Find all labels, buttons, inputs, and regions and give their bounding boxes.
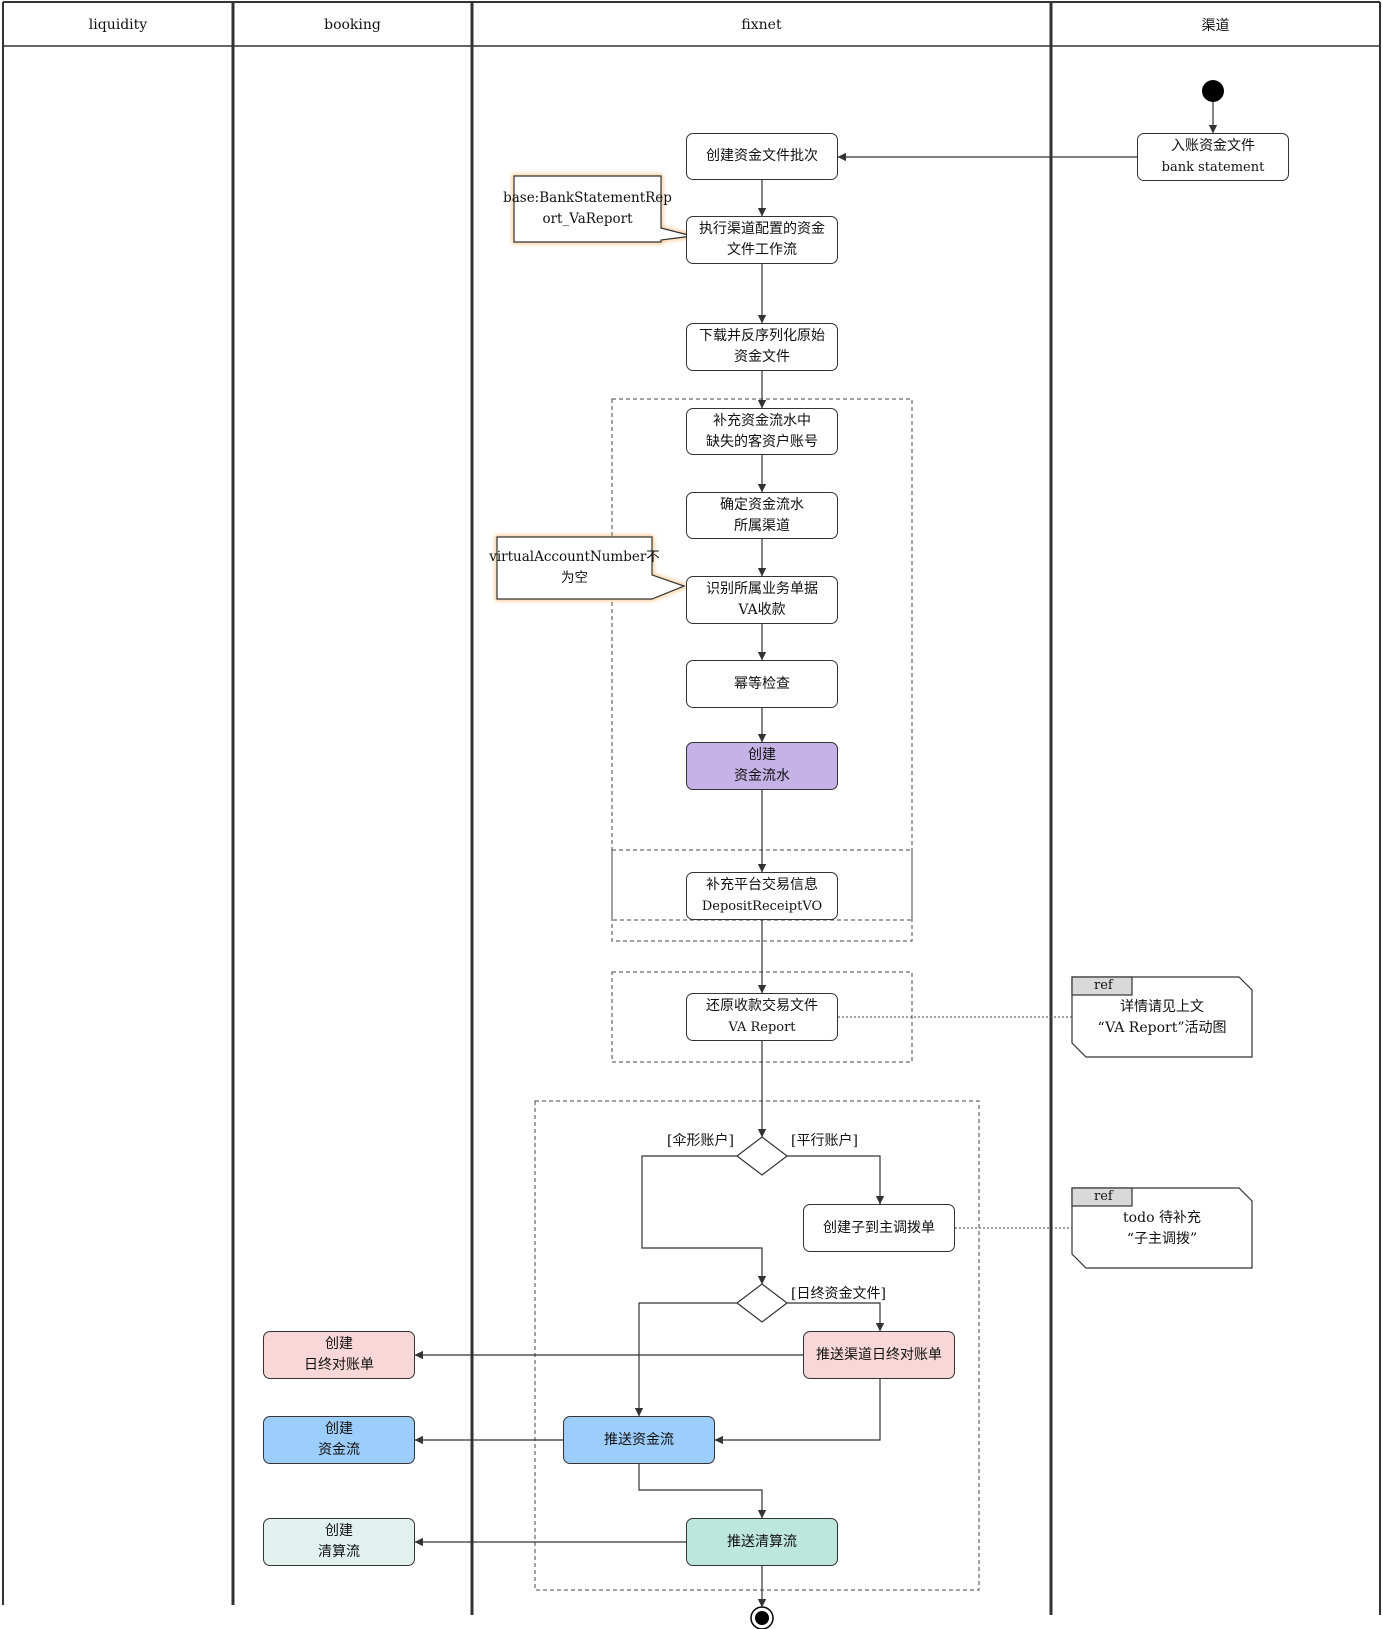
node-restore-file: 还原收款交易文件 VA Report — [686, 993, 838, 1041]
node-push-clearing-line1: 推送清算流 — [727, 1533, 797, 1550]
guard-parallel: [平行账户] — [791, 1133, 858, 1149]
lane-title-booking: booking — [324, 17, 381, 33]
lane-title-liquidity: liquidity — [88, 17, 148, 33]
node-create-daily-line2: 日终对账单 — [304, 1357, 374, 1373]
node-restore-file-line2: VA Report — [728, 1020, 796, 1035]
node-restore-file-line1: 还原收款交易文件 — [706, 998, 818, 1014]
guard-daily-file: [日终资金文件] — [791, 1286, 886, 1302]
node-idempotent-check-line1: 幂等检查 — [734, 675, 790, 692]
start-node — [1202, 80, 1224, 102]
node-create-daily-line1: 创建 — [325, 1336, 353, 1352]
node-create-flow-line1: 创建 — [748, 747, 776, 763]
node-download-line2: 资金文件 — [734, 349, 790, 365]
node-create-fund: 创建 资金流 — [263, 1416, 415, 1464]
node-push-daily-line1: 推送渠道日终对账单 — [816, 1346, 942, 1363]
guard-umbrella: [伞形账户] — [667, 1133, 734, 1149]
node-determine-channel: 确定资金流水 所属渠道 — [686, 492, 838, 539]
node-determine-channel-line2: 所属渠道 — [734, 517, 790, 534]
lane-title-channel: 渠道 — [1201, 18, 1230, 34]
node-create-clearing-line2: 清算流 — [318, 1544, 360, 1560]
decision-daily-file — [736, 1283, 788, 1323]
node-bank-statement-line1: 入账资金文件 — [1171, 138, 1255, 154]
node-push-fund-line1: 推送资金流 — [604, 1431, 674, 1448]
ref-va-report: 详情请见上文 “VA Report”活动图 — [1086, 997, 1238, 1039]
end-node-core — [755, 1611, 769, 1625]
ref-tag-va-report: ref — [1094, 978, 1113, 993]
note-workflow: base:BankStatementRep ort_VaReport — [503, 180, 672, 238]
node-supplement-account: 补充资金流水中 缺失的客资户账号 — [686, 408, 838, 455]
node-supplement-trade-line2: DepositReceiptVO — [701, 899, 823, 914]
node-determine-channel-line1: 确定资金流水 — [720, 496, 804, 513]
node-identify-doc-line2: VA收款 — [738, 602, 786, 618]
node-create-sub-main-line1: 创建子到主调拨单 — [823, 1219, 935, 1236]
flow-edges — [414, 102, 1218, 1608]
ref-sub-main: todo 待补充 “子主调拨” — [1086, 1208, 1238, 1250]
node-exec-workflow-line1: 执行渠道配置的资金 — [699, 221, 825, 237]
callout-notes — [495, 174, 693, 601]
ref-sub-main-line1: todo 待补充 — [1123, 1210, 1201, 1226]
node-create-sub-main: 创建子到主调拨单 — [803, 1204, 955, 1252]
node-identify-doc-line1: 识别所属业务单据 — [706, 581, 818, 597]
node-create-flow-line2: 资金流水 — [734, 768, 790, 784]
decision-account-type — [736, 1136, 788, 1176]
ref-sub-main-line2: “子主调拨” — [1126, 1231, 1198, 1247]
node-supplement-account-line2: 缺失的客资户账号 — [706, 433, 818, 450]
node-identify-doc: 识别所属业务单据 VA收款 — [686, 576, 838, 624]
lane-title-fixnet: fixnet — [741, 17, 782, 33]
note-va-line1: virtualAccountNumber不 — [489, 549, 660, 565]
node-idempotent-check: 幂等检查 — [686, 660, 838, 708]
node-push-daily: 推送渠道日终对账单 — [803, 1331, 955, 1379]
note-va-line2: 为空 — [561, 570, 588, 586]
node-create-batch-line1: 创建资金文件批次 — [706, 148, 818, 164]
node-create-batch: 创建资金文件批次 — [686, 133, 838, 180]
note-workflow-line1: base:BankStatementRep — [503, 190, 672, 206]
note-workflow-line2: ort_VaReport — [542, 211, 633, 227]
ref-va-report-line1: 详情请见上文 — [1120, 999, 1204, 1015]
node-create-flow: 创建 资金流水 — [686, 742, 838, 790]
node-exec-workflow-line2: 文件工作流 — [727, 242, 797, 258]
node-exec-workflow: 执行渠道配置的资金 文件工作流 — [686, 216, 838, 264]
ref-va-report-line2: “VA Report”活动图 — [1097, 1020, 1227, 1036]
note-va: virtualAccountNumber不 为空 — [489, 541, 660, 595]
node-push-fund: 推送资金流 — [563, 1416, 715, 1464]
node-create-fund-line1: 创建 — [325, 1421, 353, 1437]
node-create-clearing-line1: 创建 — [325, 1523, 353, 1539]
node-supplement-trade: 补充平台交易信息 DepositReceiptVO — [686, 872, 838, 920]
node-download-line1: 下载并反序列化原始 — [699, 328, 825, 344]
node-create-daily: 创建 日终对账单 — [263, 1331, 415, 1379]
node-push-clearing: 推送清算流 — [686, 1518, 838, 1566]
ref-tag-sub-main: ref — [1094, 1189, 1113, 1204]
node-download: 下载并反序列化原始 资金文件 — [686, 323, 838, 371]
node-bank-statement: 入账资金文件 bank statement — [1137, 133, 1289, 181]
ref-connectors — [838, 1016, 1072, 1229]
node-supplement-trade-line1: 补充平台交易信息 — [706, 877, 818, 893]
node-bank-statement-line2: bank statement — [1161, 160, 1265, 175]
node-create-fund-line2: 资金流 — [318, 1442, 360, 1458]
ref-frames — [1071, 976, 1253, 1269]
node-supplement-account-line1: 补充资金流水中 — [713, 412, 811, 429]
node-create-clearing: 创建 清算流 — [263, 1518, 415, 1566]
